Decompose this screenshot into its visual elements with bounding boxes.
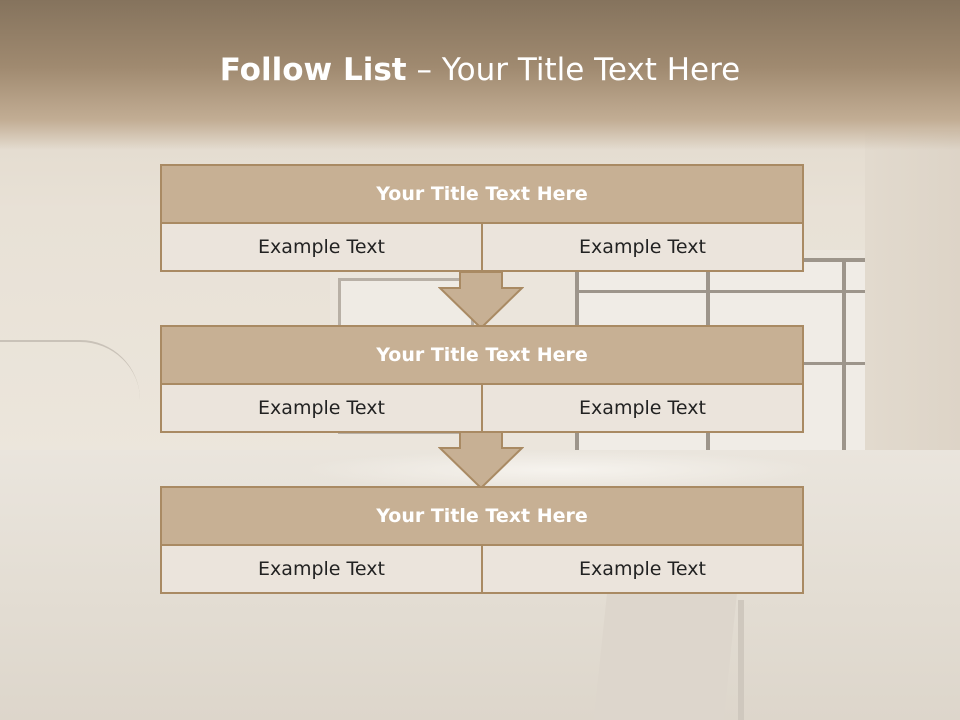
- follow-list-cell-right: Example Text: [481, 546, 802, 592]
- down-arrow-shape: [438, 432, 524, 490]
- follow-list-cell-left: Example Text: [162, 385, 481, 431]
- background-right-wall: [865, 130, 960, 510]
- header-band: [0, 0, 960, 150]
- follow-list-cell-left: Example Text: [162, 224, 481, 270]
- follow-list-cell-right: Example Text: [481, 385, 802, 431]
- follow-list-box-1: Your Title Text Here Example Text Exampl…: [160, 164, 804, 272]
- down-arrow-icon: [438, 432, 524, 490]
- background-floor-light: [300, 450, 820, 490]
- background-floor-mat: [592, 590, 738, 720]
- follow-list-box-row: Example Text Example Text: [162, 385, 802, 431]
- background-door-frame: [842, 258, 846, 472]
- follow-list-cell-right: Example Text: [481, 224, 802, 270]
- follow-list-box-title: Your Title Text Here: [162, 488, 802, 546]
- down-arrow-icon: [438, 272, 524, 330]
- follow-list-box-row: Example Text Example Text: [162, 546, 802, 592]
- follow-list-box-row: Example Text Example Text: [162, 224, 802, 270]
- follow-list-box-3: Your Title Text Here Example Text Exampl…: [160, 486, 804, 594]
- follow-list-cell-left: Example Text: [162, 546, 481, 592]
- follow-list-box-title: Your Title Text Here: [162, 327, 802, 385]
- background-pipe: [0, 340, 140, 422]
- slide-title-rest: – Your Title Text Here: [416, 52, 741, 88]
- slide-title: Follow List – Your Title Text Here: [0, 52, 960, 88]
- follow-list-box-2: Your Title Text Here Example Text Exampl…: [160, 325, 804, 433]
- follow-list-box-title: Your Title Text Here: [162, 166, 802, 224]
- slide-title-strong: Follow List: [219, 52, 407, 88]
- down-arrow-shape: [438, 272, 524, 330]
- background-floor-drain: [738, 600, 744, 720]
